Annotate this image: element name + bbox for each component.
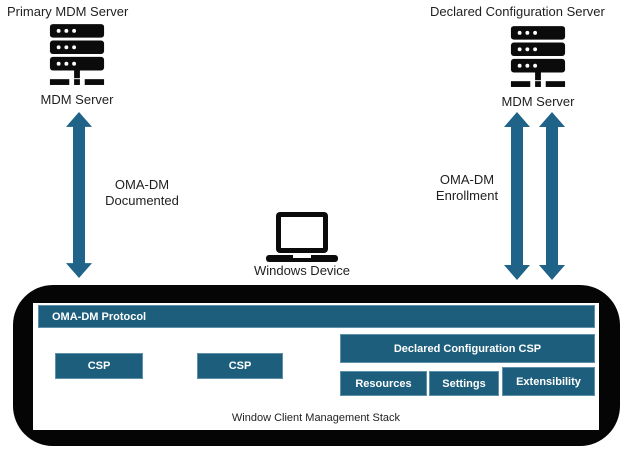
primary-server-title: Primary MDM Server bbox=[7, 4, 129, 19]
double-headed-arrow-icon bbox=[66, 112, 92, 278]
declared-server-caption: MDM Server bbox=[501, 94, 575, 109]
enrollment-label-line2: Enrollment bbox=[435, 188, 499, 203]
device-label: Windows Device bbox=[253, 263, 351, 278]
documented-label-line1: OMA-DM bbox=[114, 177, 170, 192]
declared-server-title: Declared Configuration Server bbox=[430, 4, 605, 19]
double-headed-arrow-icon bbox=[539, 112, 565, 280]
extensibility-box: Extensibility bbox=[502, 367, 595, 396]
csp-box-left: CSP bbox=[55, 353, 143, 379]
enrollment-label-line1: OMA-DM bbox=[439, 172, 495, 187]
laptop-icon bbox=[266, 212, 338, 262]
client-stack-frame: OMA-DM Protocol CSP CSP Declared Configu… bbox=[13, 285, 620, 446]
server-stack-icon bbox=[510, 26, 566, 87]
primary-server-caption: MDM Server bbox=[40, 92, 114, 107]
csp-box-middle: CSP bbox=[197, 353, 283, 379]
double-headed-arrow-icon bbox=[504, 112, 530, 280]
documented-label-line2: Documented bbox=[105, 193, 179, 208]
settings-box: Settings bbox=[429, 371, 499, 396]
stack-caption: Window Client Management Stack bbox=[231, 412, 401, 424]
enrollment-connection-label: OMA-DM Enrollment bbox=[417, 172, 517, 204]
declared-configuration-csp-box: Declared Configuration CSP bbox=[340, 334, 595, 363]
resources-box: Resources bbox=[340, 371, 427, 396]
server-stack-icon bbox=[49, 24, 105, 85]
oma-dm-protocol-bar: OMA-DM Protocol bbox=[38, 305, 595, 328]
documented-connection-label: OMA-DM Documented bbox=[92, 177, 192, 209]
client-stack-panel: OMA-DM Protocol CSP CSP Declared Configu… bbox=[33, 303, 599, 430]
